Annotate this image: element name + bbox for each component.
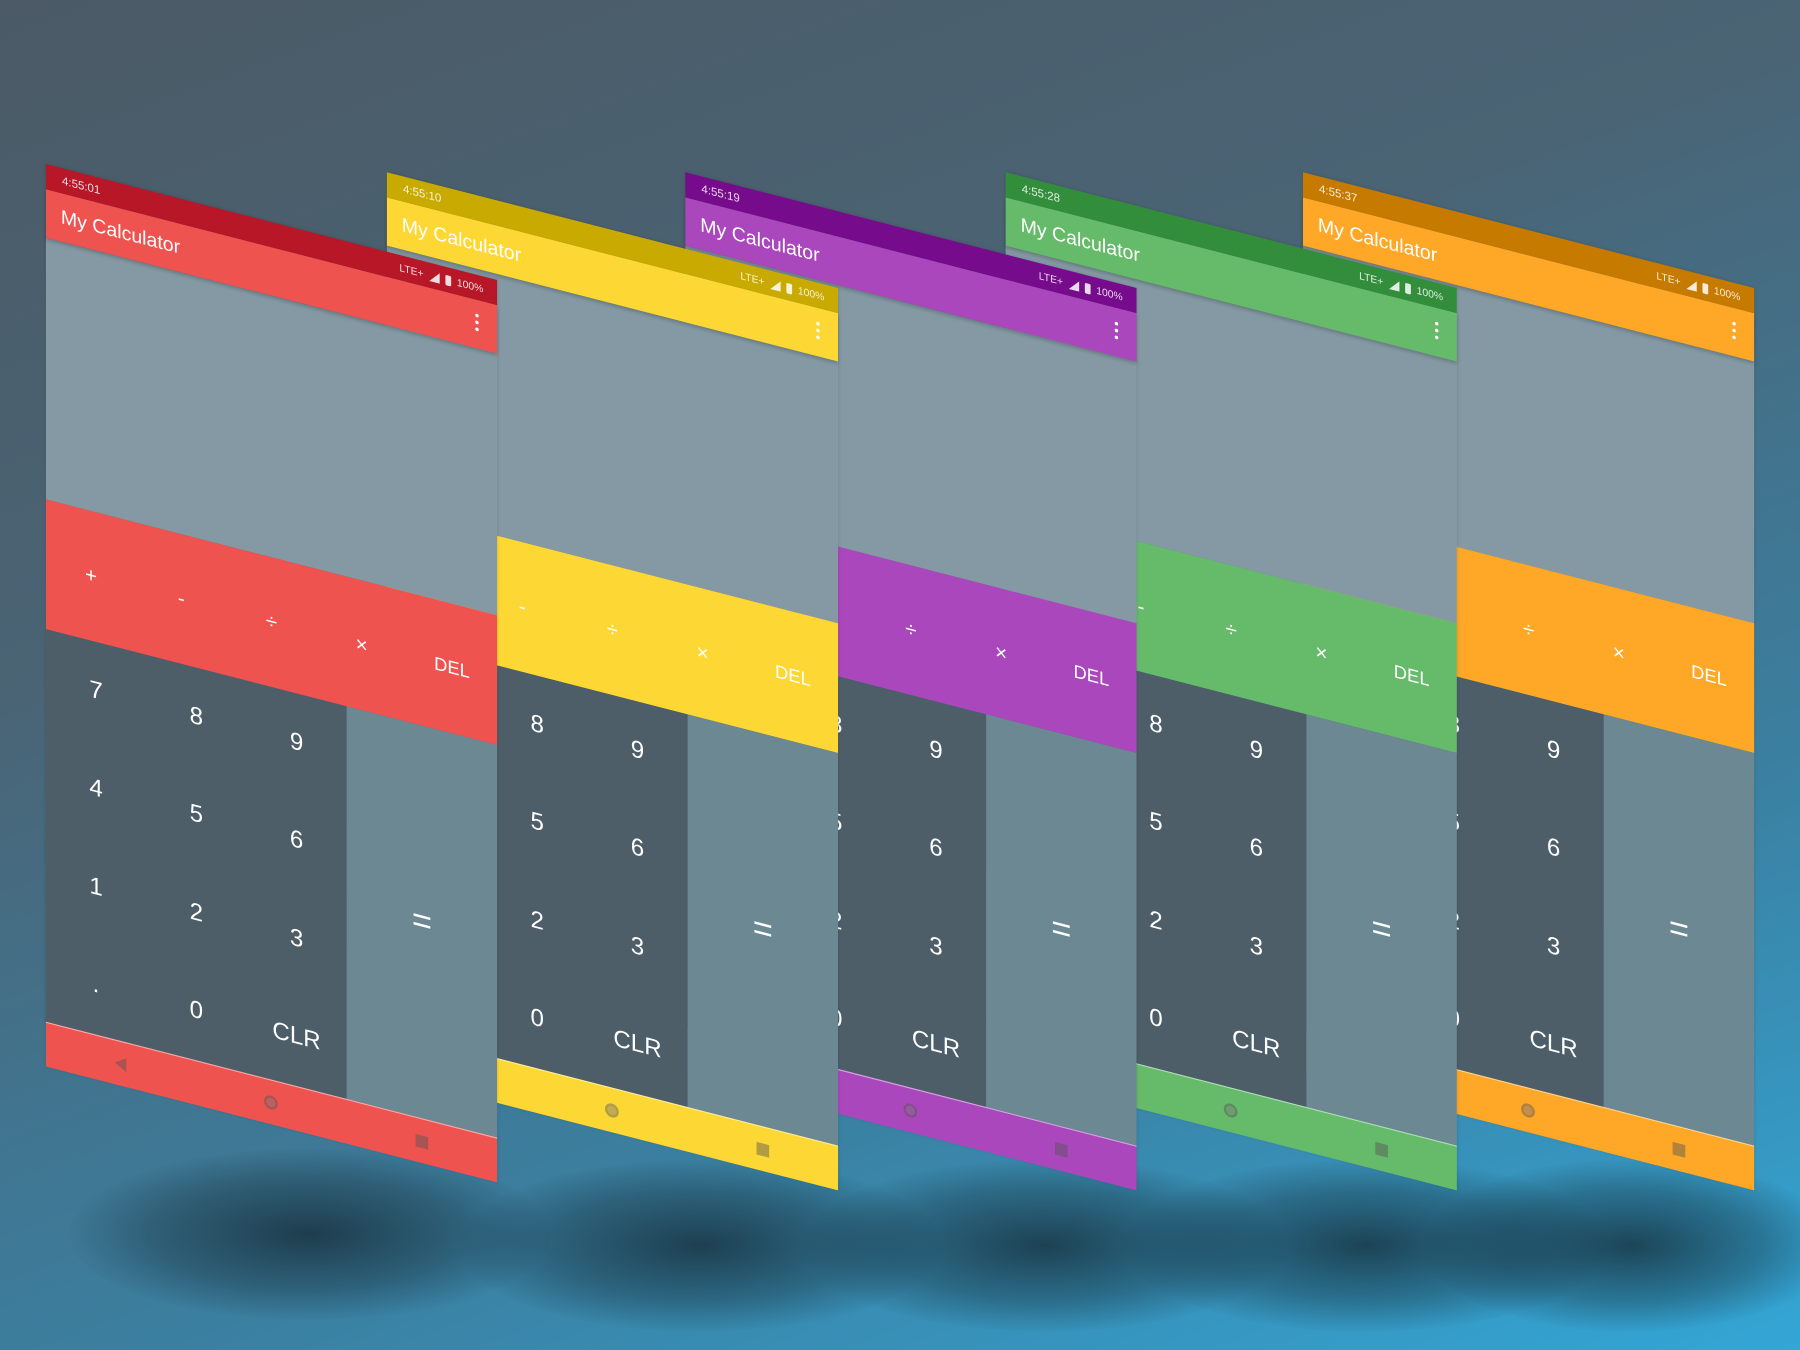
signal-icon	[1389, 278, 1400, 292]
operator-button[interactable]: ÷	[1522, 616, 1535, 643]
equals-button[interactable]: =	[687, 714, 839, 1146]
operator-button[interactable]: ÷	[265, 608, 278, 635]
phone-shadow	[1423, 1159, 1800, 1332]
network-label: LTE+	[1359, 269, 1384, 288]
overflow-menu-icon[interactable]	[816, 321, 821, 340]
signal-icon	[770, 278, 781, 292]
equals-button[interactable]: =	[1603, 714, 1755, 1146]
overflow-menu-icon[interactable]	[1114, 321, 1120, 340]
calculator-phone-screen: 4:55:01 LTE+ 100% My Calculator +-÷×DEL …	[45, 164, 498, 1183]
battery-label: 100%	[1416, 284, 1444, 303]
operator-button[interactable]: -	[177, 586, 185, 611]
operator-button[interactable]: DEL	[434, 653, 470, 683]
recents-icon[interactable]	[415, 1133, 429, 1150]
battery-label: 100%	[1713, 284, 1741, 303]
network-label: LTE+	[399, 261, 424, 280]
operator-button[interactable]: ×	[1315, 639, 1328, 666]
overflow-menu-icon[interactable]	[1732, 321, 1737, 340]
battery-icon	[786, 282, 793, 295]
signal-icon	[1686, 278, 1697, 292]
battery-icon	[1702, 282, 1709, 295]
signal-icon	[1068, 278, 1080, 292]
battery-icon	[1405, 282, 1411, 295]
home-icon[interactable]	[264, 1093, 278, 1112]
back-icon[interactable]	[114, 1055, 127, 1073]
operator-button[interactable]: ×	[696, 639, 709, 666]
recents-icon[interactable]	[1672, 1141, 1686, 1158]
operator-button[interactable]: ÷	[606, 616, 619, 643]
recents-icon[interactable]	[1375, 1141, 1388, 1158]
battery-label: 100%	[456, 276, 484, 295]
home-icon[interactable]	[903, 1101, 918, 1120]
operator-button[interactable]: DEL	[1691, 661, 1727, 691]
battery-icon	[1084, 282, 1091, 295]
operator-button[interactable]: DEL	[1073, 661, 1110, 691]
signal-icon	[429, 270, 440, 284]
network-label: LTE+	[1038, 269, 1064, 288]
operator-button[interactable]: ×	[355, 631, 368, 658]
network-label: LTE+	[740, 269, 765, 288]
operator-button[interactable]: ÷	[1225, 616, 1237, 643]
overflow-menu-icon[interactable]	[1435, 321, 1440, 340]
operator-button[interactable]: +	[84, 562, 98, 589]
home-icon[interactable]	[1521, 1101, 1535, 1120]
operator-button[interactable]: ×	[1612, 639, 1625, 666]
battery-icon	[445, 274, 452, 286]
equals-button[interactable]: =	[1306, 714, 1457, 1146]
recents-icon[interactable]	[756, 1141, 770, 1158]
battery-label: 100%	[797, 284, 825, 303]
network-label: LTE+	[1656, 269, 1681, 288]
home-icon[interactable]	[604, 1101, 619, 1120]
operator-button[interactable]: ×	[995, 639, 1008, 666]
operator-button[interactable]: DEL	[1393, 661, 1430, 691]
equals-button[interactable]: =	[346, 706, 498, 1138]
home-icon[interactable]	[1223, 1101, 1238, 1120]
battery-label: 100%	[1096, 284, 1123, 303]
operator-button[interactable]: ÷	[905, 616, 917, 643]
equals-button[interactable]: =	[986, 714, 1137, 1146]
recents-icon[interactable]	[1055, 1141, 1068, 1158]
overflow-menu-icon[interactable]	[475, 313, 480, 332]
operator-button[interactable]: DEL	[775, 661, 811, 691]
